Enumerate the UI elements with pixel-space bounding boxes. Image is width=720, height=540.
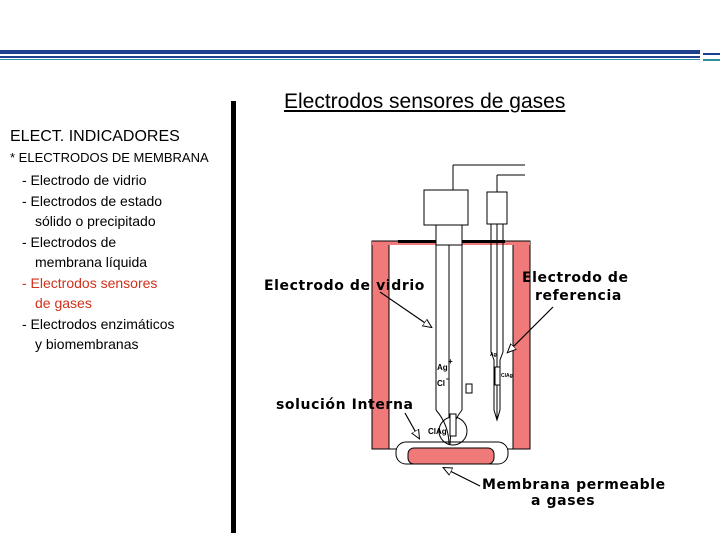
plus-sign: + xyxy=(448,357,453,366)
outline-item-solid-state: - Electrodos de estado sólido o precipit… xyxy=(10,191,230,231)
outline-item-enzymatic: - Electrodos enzimáticos y biomembranas xyxy=(10,314,230,354)
outline-item-line: y biomembranas xyxy=(35,336,139,352)
arrow-glass-electrode xyxy=(379,291,431,327)
reference-electrode xyxy=(486,174,525,422)
slide-title: Electrodos sensores de gases xyxy=(284,90,566,113)
label-reference-line2: referencia xyxy=(535,288,622,304)
clag-label: ClAg xyxy=(428,427,447,436)
arrow-internal-solution xyxy=(404,412,419,438)
ref-ag-label: Ag xyxy=(490,352,497,358)
outline-item-line: sólido o precipitado xyxy=(35,213,156,229)
top-accent-bar xyxy=(0,50,720,61)
outline-item-gas-sensing: - Electrodos sensores de gases xyxy=(10,273,230,313)
label-reference-line1: Electrodo de xyxy=(522,270,629,286)
outline-item-liquid-membrane: - Electrodos de membrana líquida xyxy=(10,232,230,272)
outline-item-line: - Electrodos de estado xyxy=(22,193,163,209)
arrow-reference-electrode xyxy=(508,306,554,352)
label-membrane-line2: a gases xyxy=(531,493,595,509)
outline-item-line: - Electrodos enzimáticos xyxy=(22,316,175,332)
ag-ion-label: Ag xyxy=(437,363,448,372)
label-internal-solution: solución Interna xyxy=(276,397,414,413)
topic-outline: ELECT. INDICADORES * ELECTRODOS DE MEMBR… xyxy=(10,127,230,354)
outline-subheading: * ELECTRODOS DE MEMBRANA xyxy=(10,150,209,165)
vertical-divider xyxy=(231,101,236,533)
chem-labels: Ag + Cl - ClAg Ag ClAg xyxy=(428,352,513,436)
outline-item-line: membrana líquida xyxy=(35,254,148,270)
pointer-arrows xyxy=(379,291,554,487)
minus-sign: - xyxy=(446,374,449,383)
outline-item-line: - Electrodos sensores xyxy=(22,275,158,291)
callout-labels: Electrodo de vidrio Electrodo de referen… xyxy=(264,270,666,509)
outline-heading: ELECT. INDICADORES xyxy=(10,128,180,145)
outline-item-line: - Electrodos de xyxy=(22,234,117,250)
label-membrane-line1: Membrana permeable xyxy=(482,477,666,493)
label-glass-electrode: Electrodo de vidrio xyxy=(264,278,425,294)
outline-item-line: - Electrodo de vidrio xyxy=(22,172,147,188)
gas-permeable-membrane xyxy=(407,447,495,465)
arrow-membrane xyxy=(444,468,481,487)
ref-clag-label: ClAg xyxy=(501,373,513,379)
outline-item-glass: - Electrodo de vidrio xyxy=(10,170,230,190)
cl-ion-label: Cl xyxy=(437,379,445,388)
glass-electrode xyxy=(423,164,525,446)
outline-item-line: de gases xyxy=(35,295,92,311)
